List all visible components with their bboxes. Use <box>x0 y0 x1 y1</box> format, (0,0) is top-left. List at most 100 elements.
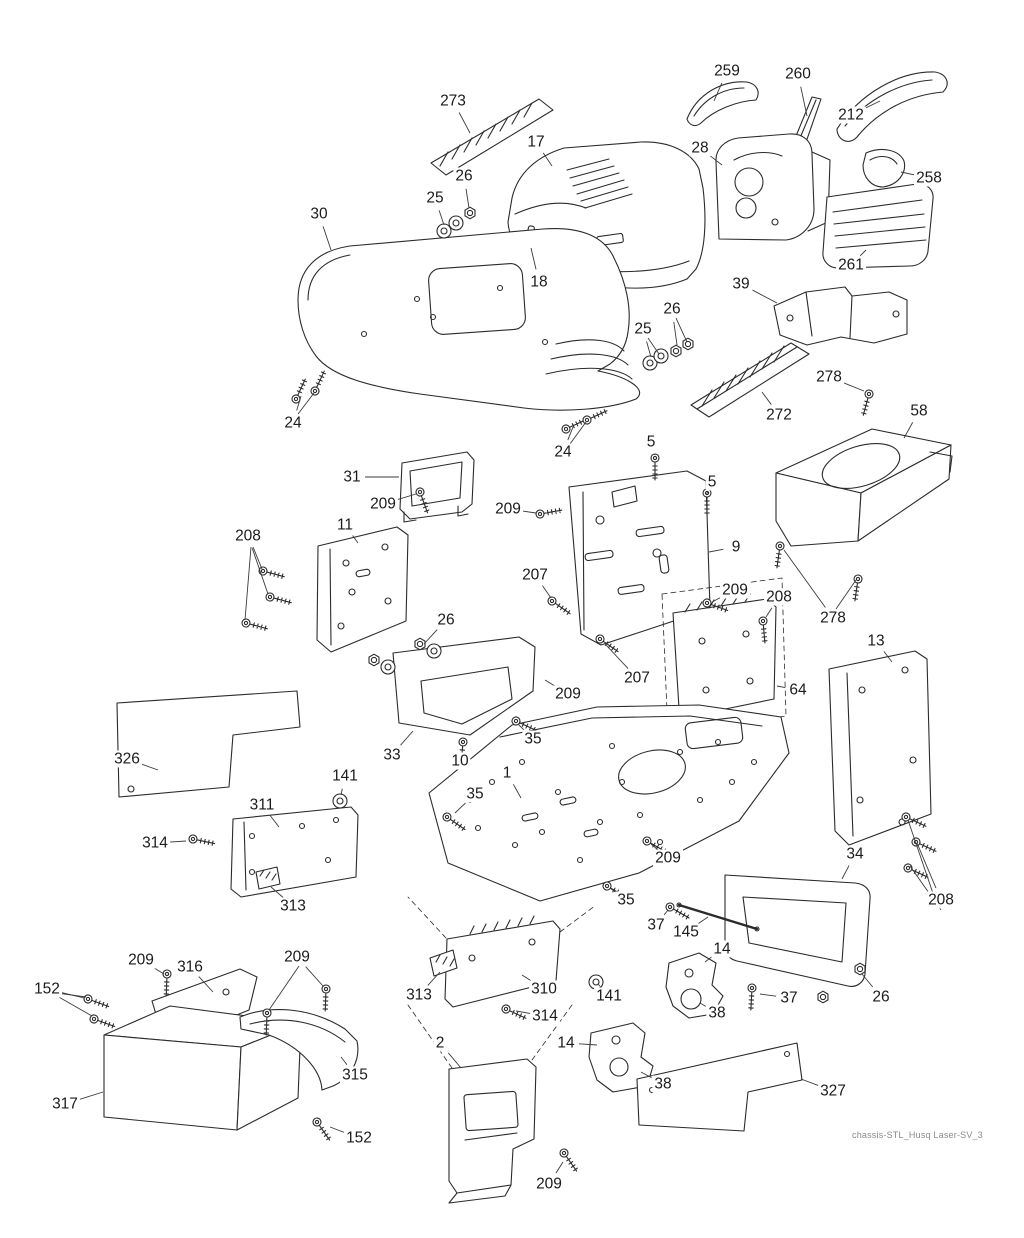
part-callout-18: 18 <box>528 273 550 291</box>
part-callout-209: 209 <box>126 951 156 969</box>
part-callout-273: 273 <box>438 92 468 110</box>
part-callout-310: 310 <box>529 980 559 998</box>
part-callout-209: 209 <box>534 1175 564 1193</box>
leader-lines <box>59 82 937 1174</box>
part-58-support <box>775 428 953 547</box>
part-261-grille <box>822 183 934 269</box>
part-callout-17: 17 <box>525 133 547 151</box>
part-callout-11: 11 <box>334 516 356 534</box>
part-callout-14: 14 <box>555 1034 577 1052</box>
part-callout-272: 272 <box>764 406 794 424</box>
part-callout-314: 314 <box>530 1007 560 1025</box>
part-callout-35: 35 <box>464 785 486 803</box>
part-callout-5: 5 <box>644 433 658 451</box>
part-callout-141: 141 <box>330 767 360 785</box>
part-2-bracket <box>448 1058 537 1204</box>
part-9-heat-shield <box>568 470 711 646</box>
part-callout-152: 152 <box>344 1129 374 1147</box>
part-311-plate <box>230 806 359 898</box>
part-callout-37: 37 <box>778 989 800 1007</box>
part-callout-259: 259 <box>712 62 742 80</box>
part-callout-278: 278 <box>818 609 848 627</box>
part-callout-25: 25 <box>424 189 446 207</box>
part-callout-34: 34 <box>844 845 866 863</box>
part-callout-207: 207 <box>520 566 550 584</box>
part-callout-209: 209 <box>282 948 312 966</box>
part-callout-152: 152 <box>32 980 62 998</box>
part-callout-317: 317 <box>50 1095 80 1113</box>
part-273-trim <box>430 98 554 176</box>
part-callout-64: 64 <box>787 681 809 699</box>
part-13-panel <box>828 650 932 846</box>
part-callout-313: 313 <box>278 897 308 915</box>
part-326-plate <box>116 690 301 798</box>
part-callout-208: 208 <box>926 891 956 909</box>
part-1-chassis <box>428 704 790 902</box>
part-272-footrest-trim <box>690 342 810 418</box>
part-callout-208: 208 <box>764 588 794 606</box>
part-258-trim <box>862 149 906 188</box>
part-callout-26: 26 <box>870 988 892 1006</box>
part-callout-26: 26 <box>661 300 683 318</box>
part-callout-13: 13 <box>865 632 887 650</box>
part-145-rod <box>676 902 760 932</box>
part-callout-24: 24 <box>552 443 574 461</box>
watermark: chassis-STL_Husq Laser-SV_3 <box>852 1130 983 1140</box>
part-callout-9: 9 <box>729 538 743 556</box>
part-callout-260: 260 <box>783 65 813 83</box>
part-callout-207: 207 <box>622 669 652 687</box>
part-callout-24: 24 <box>282 414 304 432</box>
part-callout-209: 209 <box>653 849 683 867</box>
part-38-bracket <box>588 1022 654 1093</box>
part-28-dash <box>715 133 831 241</box>
part-callout-278: 278 <box>814 368 844 386</box>
part-callout-14: 14 <box>711 940 733 958</box>
part-callout-327: 327 <box>818 1082 848 1100</box>
part-callout-38: 38 <box>706 1004 728 1022</box>
part-callout-316: 316 <box>175 958 205 976</box>
part-30-hood-top <box>297 227 641 411</box>
projection-lines <box>407 896 597 1069</box>
part-callout-212: 212 <box>836 106 866 124</box>
part-callout-2: 2 <box>433 1034 447 1052</box>
part-callout-209: 209 <box>720 581 750 599</box>
part-33-support <box>392 636 536 736</box>
part-callout-209: 209 <box>493 500 523 518</box>
part-callout-25: 25 <box>632 320 654 338</box>
part-callout-39: 39 <box>730 275 752 293</box>
part-callout-26: 26 <box>435 611 457 629</box>
part-callout-5: 5 <box>705 473 719 491</box>
part-callout-30: 30 <box>308 205 330 223</box>
part-31-bracket <box>399 451 475 523</box>
leader-lines-extra <box>56 317 942 1017</box>
part-317-box <box>103 1005 302 1131</box>
part-callout-31: 31 <box>341 468 363 486</box>
part-callout-35: 35 <box>522 730 544 748</box>
part-callout-33: 33 <box>381 746 403 764</box>
part-callout-145: 145 <box>671 923 701 941</box>
part-callout-314: 314 <box>140 834 170 852</box>
part-callout-261: 261 <box>836 256 866 274</box>
part-callout-26: 26 <box>453 167 475 185</box>
part-327-plate <box>636 1042 803 1132</box>
part-callout-37: 37 <box>645 916 667 934</box>
part-callout-141: 141 <box>594 987 624 1005</box>
part-callout-326: 326 <box>112 750 142 768</box>
part-259-trim <box>686 81 759 127</box>
part-callout-10: 10 <box>449 752 471 770</box>
part-callout-38: 38 <box>652 1075 674 1093</box>
part-callout-313: 313 <box>404 986 434 1004</box>
part-callout-311: 311 <box>247 796 277 814</box>
part-callout-35: 35 <box>615 891 637 909</box>
part-callout-209: 209 <box>368 495 398 513</box>
part-callout-1: 1 <box>500 764 514 782</box>
part-34-running-board <box>724 874 871 987</box>
part-callout-209: 209 <box>553 685 583 703</box>
part-11-panel <box>316 526 409 653</box>
part-callout-28: 28 <box>689 139 711 157</box>
part-callout-315: 315 <box>340 1066 370 1084</box>
part-callout-208: 208 <box>233 527 263 545</box>
part-callout-258: 258 <box>914 169 944 187</box>
